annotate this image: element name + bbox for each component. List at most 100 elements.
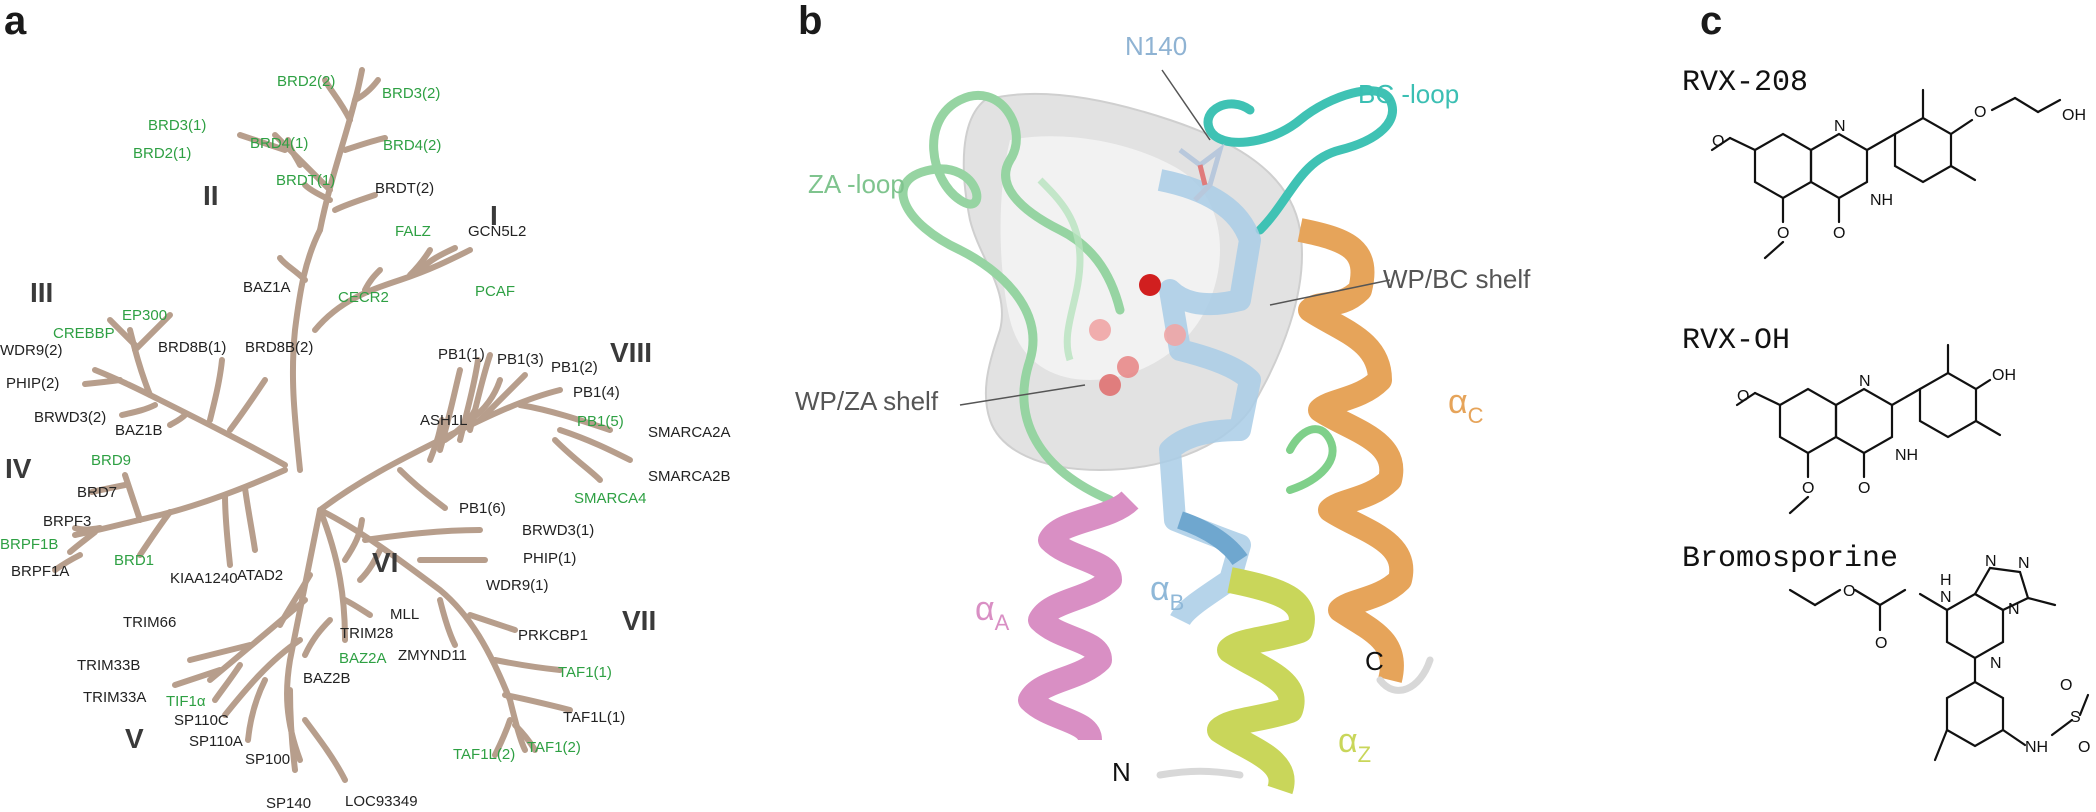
group-label-v: V — [125, 723, 144, 754]
leaf-label: CECR2 — [338, 289, 389, 306]
leaf-label: BRDT(1) — [276, 172, 335, 189]
n140-residue — [1178, 143, 1225, 202]
leaf-label: PHIP(2) — [6, 375, 59, 392]
bond — [2026, 596, 2057, 607]
atom-label: N — [1990, 655, 2002, 672]
za-loop-ribbon-back — [1037, 177, 1084, 362]
bond — [2078, 693, 2090, 717]
atom-label: O — [2078, 739, 2090, 756]
branch-pb1-1 — [437, 367, 463, 453]
leaf-label: SP110C — [174, 712, 229, 729]
leaf-label: BRD1 — [114, 552, 154, 569]
bond — [1710, 136, 1732, 152]
atom-label: OH — [2062, 107, 2086, 124]
atom-label: O — [1843, 583, 1855, 600]
branch-brd1 — [137, 509, 173, 558]
atom-label: S — [2070, 709, 2081, 726]
branch-brd7 — [89, 482, 128, 495]
branch-brd4-1 — [285, 137, 303, 168]
branch-brd3-2 — [352, 77, 381, 103]
helix-z-ribbon — [1207, 567, 1315, 795]
leaf-label: WDR9(2) — [0, 342, 63, 359]
branch-brpf3 — [72, 525, 103, 533]
atom-label: N — [1985, 553, 1997, 570]
branch-smarca4 — [552, 437, 603, 483]
leaf-label: GCN5L2 — [468, 223, 526, 240]
branch-wdr9-2 — [107, 317, 138, 348]
branch-trim33b — [187, 642, 253, 663]
leaf-label: BRD3(1) — [148, 117, 206, 134]
leaf-label: PB1(5) — [577, 413, 624, 430]
za-loop-ribbon — [898, 90, 1125, 505]
panel-c: c RVX-208 — [1682, 0, 2090, 762]
branch-pb1-4 — [477, 372, 528, 423]
atom-label: N — [2018, 555, 2030, 572]
leaf-label: TAF1L(1) — [563, 709, 625, 726]
n140-oxygen-stick — [1197, 164, 1208, 186]
leaf-label: TAF1L(2) — [453, 746, 515, 763]
compound-rvx-oh: RVX-OH N NH O OH O O — [1682, 324, 2016, 515]
alpha-z-label: αZ — [1338, 722, 1371, 767]
branch-brpf1a — [52, 552, 83, 573]
tree-branches — [52, 67, 633, 783]
leaf-label: LOC93349 — [345, 793, 418, 810]
compound-name: RVX-208 — [1682, 66, 1808, 100]
leaf-label: PRKCBP1 — [518, 627, 588, 644]
branch-pb1-6 — [397, 467, 448, 511]
bond — [1865, 132, 1897, 152]
n140-leader-line — [1161, 69, 1211, 141]
panel-letter-b: b — [798, 0, 822, 43]
bond — [1949, 164, 1977, 182]
atom-label: O — [1858, 480, 1870, 497]
leaf-label: ASH1L — [420, 412, 468, 429]
leaf-label: PHIP(1) — [523, 550, 576, 567]
compound-name: Bromosporine — [1682, 542, 1898, 576]
atom-label: N — [1859, 373, 1871, 390]
panel-a: a — [0, 0, 731, 812]
leaf-label: CREBBP — [53, 325, 115, 342]
bond — [1974, 419, 2002, 437]
atom-label: OH — [1992, 367, 2016, 384]
leaf-label: PB1(1) — [438, 346, 485, 363]
leaf-label: ZMYND11 — [398, 647, 467, 664]
branch-ii-main — [317, 67, 365, 233]
helix-b-front — [1177, 511, 1248, 566]
water-sphere — [1099, 374, 1121, 396]
wp-bc-shelf-label: WP/BC shelf — [1383, 264, 1531, 294]
branch-loc93349 — [302, 717, 348, 783]
leaf-label: BRWD3(1) — [522, 522, 594, 539]
bond — [2036, 98, 2062, 114]
branch-brpf1b — [67, 529, 98, 555]
leaf-label: TRIM33A — [83, 689, 146, 706]
bond-ring — [1809, 132, 1869, 200]
leaf-label: EP300 — [122, 307, 167, 324]
bond — [1753, 391, 1782, 407]
water-molecules — [1089, 274, 1186, 396]
leaf-label: BRD3(2) — [382, 85, 440, 102]
leaf-label: BRD4(2) — [383, 137, 441, 154]
bond — [2001, 728, 2027, 747]
atom-label: O — [1833, 225, 1845, 242]
leaf-label: BAZ1B — [115, 422, 163, 439]
leaf-label: SMARCA2A — [648, 424, 731, 441]
za-loop-label: ZA -loop — [808, 169, 905, 199]
branch-baz1a — [277, 255, 308, 283]
leaf-label: TRIM66 — [123, 614, 176, 631]
branch-baz2a — [342, 597, 373, 618]
bond-ring — [1945, 680, 2005, 748]
panel-letter-a: a — [4, 0, 27, 43]
bond — [1788, 495, 1810, 515]
bond-ring — [1945, 592, 2005, 660]
leaf-label: BRD4(1) — [250, 135, 308, 152]
leaf-label: SMARCA4 — [574, 490, 647, 507]
branch-trim33a — [172, 667, 223, 688]
leaf-label: MLL — [390, 606, 419, 623]
helix-a-ribbon — [1018, 490, 1139, 743]
atom-label: N — [1834, 118, 1846, 135]
atom-label: NH — [1870, 192, 1893, 209]
za-linker-ribbon — [1286, 425, 1337, 494]
water-sphere — [1089, 319, 1111, 341]
bc-loop-ribbon — [1203, 86, 1397, 235]
leaf-labels: BRD2(2) BRD3(2) BRD3(1) BRD4(1) BRD2(1) … — [0, 73, 731, 812]
branch-kiaa1240 — [222, 492, 233, 568]
